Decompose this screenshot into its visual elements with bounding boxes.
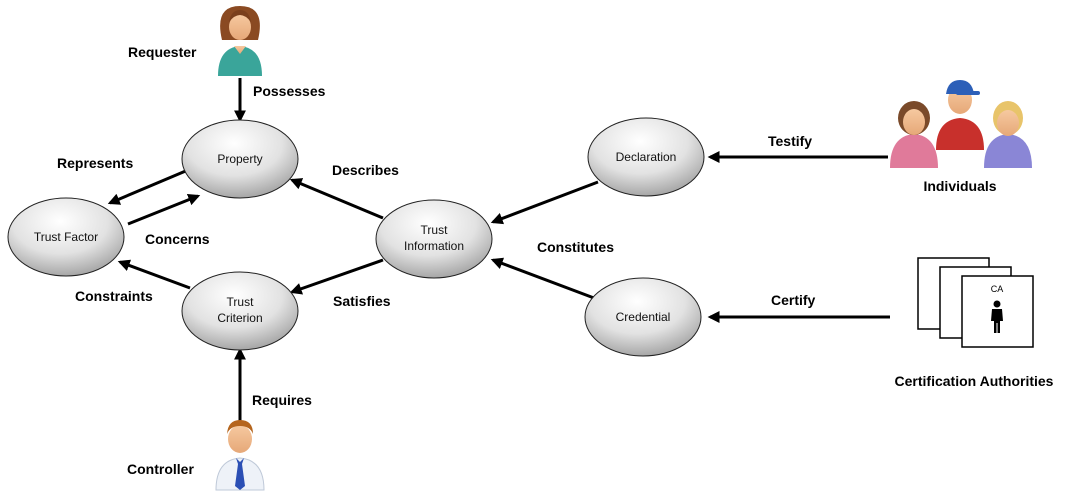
actor-controller-label: Controller [127, 461, 194, 477]
edge-constitutes [490, 257, 595, 300]
edge-represents [107, 168, 189, 205]
node-trust-information: Trust Information [375, 199, 493, 279]
group-users-icon [890, 80, 1032, 168]
label-describes: Describes [332, 162, 399, 178]
actor-individuals-label: Individuals [923, 178, 996, 194]
node-trust-criterion-label-1: Trust [227, 295, 255, 309]
businessman-user-icon [215, 420, 265, 491]
edge-constraints [117, 259, 191, 290]
node-trust-factor-label: Trust Factor [34, 230, 98, 244]
label-represents: Represents [57, 155, 133, 171]
actor-requester-label: Requester [128, 44, 197, 60]
node-trust-information-label-2: Information [404, 239, 464, 253]
edge-satisfies [289, 258, 384, 295]
node-trust-criterion: Trust Criterion [181, 271, 299, 351]
node-declaration: Declaration [587, 117, 705, 197]
node-property-label: Property [217, 152, 262, 166]
label-satisfies: Satisfies [333, 293, 391, 309]
edge-labels: Possesses Represents Concerns Describes … [57, 83, 816, 408]
node-property: Property [181, 119, 299, 199]
label-concerns: Concerns [145, 231, 210, 247]
edge-concerns [127, 193, 201, 226]
label-certify: Certify [771, 292, 816, 308]
edge-declaration-to-information [490, 180, 599, 225]
label-constitutes: Constitutes [537, 239, 614, 255]
certificate-stack-icon: CA [917, 257, 1034, 348]
node-trust-information-label-1: Trust [421, 223, 449, 237]
actor-certification-authorities-label: Certification Authorities [895, 373, 1054, 389]
node-trust-factor: Trust Factor [7, 197, 125, 277]
ca-person-icon [991, 300, 1003, 333]
node-declaration-label: Declaration [616, 150, 677, 164]
woman-user-icon [218, 6, 262, 76]
ca-badge-text: CA [991, 284, 1004, 294]
node-trust-criterion-label-2: Criterion [217, 311, 262, 325]
node-credential-label: Credential [616, 310, 671, 324]
label-requires: Requires [252, 392, 312, 408]
node-credential: Credential [584, 277, 702, 357]
label-constraints: Constraints [75, 288, 153, 304]
edges [107, 78, 890, 422]
label-possesses: Possesses [253, 83, 326, 99]
edge-describes [289, 178, 384, 220]
label-testify: Testify [768, 133, 812, 149]
